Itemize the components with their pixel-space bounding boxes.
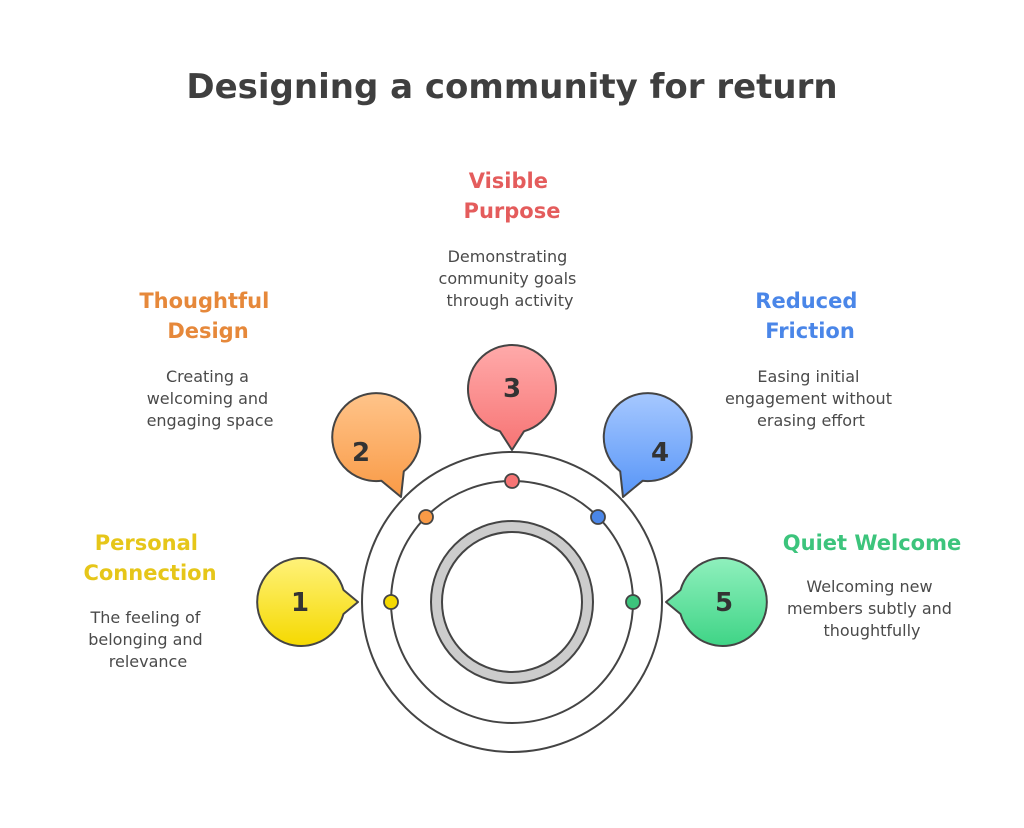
desc-line: relevance: [109, 652, 187, 671]
orbit-dot-3: [504, 473, 520, 489]
bubble-5-shape: [665, 557, 768, 647]
bubble-2-number: 2: [352, 438, 370, 468]
desc-line: Demonstrating: [448, 247, 568, 266]
desc-line: thoughtfully: [823, 621, 920, 640]
heading-quiet-welcome: Quiet Welcome: [783, 531, 961, 555]
desc-line: engagement without: [725, 389, 892, 408]
desc-line: Easing initial: [757, 367, 859, 386]
bubble-1: 1: [256, 557, 359, 647]
orbit-dots: [383, 473, 641, 610]
desc-line: erasing effort: [757, 411, 865, 430]
item-reduced-friction: Reduced Friction Easing initial engageme…: [725, 289, 897, 430]
bubble-3-shape: [467, 343, 557, 451]
heading-thoughtful-design: Thoughtful Design: [139, 289, 276, 343]
orbit-dot-1: [383, 594, 399, 610]
desc-line: welcoming and: [147, 389, 268, 408]
desc-line: belonging and: [88, 630, 202, 649]
item-personal-connection: Personal Connection The feeling of belon…: [83, 531, 216, 671]
orbit-dot-2: [418, 509, 434, 525]
heading-line: Personal: [95, 531, 198, 555]
bubble-2-shape: [331, 392, 422, 498]
orbit-dot-4: [590, 509, 606, 525]
bubble-5-number: 5: [715, 588, 733, 618]
heading-line: Visible: [469, 169, 548, 193]
desc-line: Creating a: [166, 367, 249, 386]
heading-line: Thoughtful: [139, 289, 269, 313]
desc-line: Welcoming new: [806, 577, 932, 596]
desc-line: through activity: [447, 291, 574, 310]
desc-quiet-welcome: Welcoming new members subtly and thought…: [787, 577, 957, 640]
desc-line: engaging space: [147, 411, 274, 430]
heading-line: Connection: [83, 561, 216, 585]
desc-thoughtful-design: Creating a welcoming and engaging space: [147, 367, 274, 430]
heading-line: Design: [167, 319, 248, 343]
heading-line: Quiet Welcome: [783, 531, 961, 555]
item-visible-purpose: Visible Purpose Demonstrating community …: [439, 169, 582, 310]
bubble-3: 3: [467, 343, 557, 451]
desc-line: members subtly and: [787, 599, 952, 618]
bubble-3-number: 3: [503, 374, 521, 404]
desc-line: The feeling of: [90, 608, 201, 627]
page-title: Designing a community for return: [186, 67, 837, 107]
bubble-4-shape: [602, 392, 693, 498]
desc-reduced-friction: Easing initial engagement without erasin…: [725, 367, 897, 430]
bubble-4: 4: [602, 392, 693, 498]
heading-line: Reduced: [755, 289, 857, 313]
heading-line: Purpose: [464, 199, 561, 223]
heading-reduced-friction: Reduced Friction: [755, 289, 864, 343]
central-rings: [361, 451, 663, 753]
bubble-4-number: 4: [651, 438, 669, 468]
bubble-2: 2: [331, 392, 422, 498]
desc-line: community goals: [439, 269, 577, 288]
desc-personal-connection: The feeling of belonging and relevance: [88, 608, 208, 671]
core-center: [441, 531, 583, 673]
heading-visible-purpose: Visible Purpose: [464, 169, 561, 223]
item-thoughtful-design: Thoughtful Design Creating a welcoming a…: [139, 289, 276, 430]
heading-line: Friction: [765, 319, 855, 343]
heading-personal-connection: Personal Connection: [83, 531, 216, 585]
orbit-dot-5: [625, 594, 641, 610]
bubble-1-number: 1: [291, 588, 309, 618]
bubble-1-shape: [256, 557, 359, 647]
bubble-5: 5: [665, 557, 768, 647]
item-quiet-welcome: Quiet Welcome Welcoming new members subt…: [783, 531, 961, 640]
desc-visible-purpose: Demonstrating community goals through ac…: [439, 247, 582, 310]
